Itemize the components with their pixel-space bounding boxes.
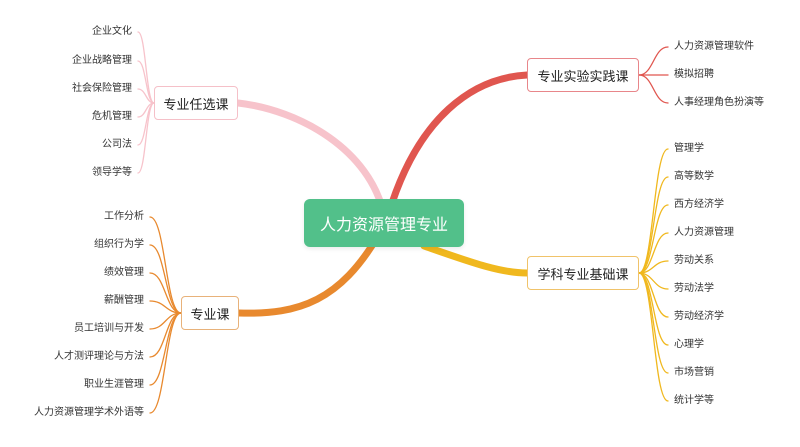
leaf-major[interactable]: 组织行为学 — [94, 239, 144, 250]
leaf-elective[interactable]: 企业文化 — [92, 26, 132, 37]
leaf-elective[interactable]: 公司法 — [102, 139, 132, 150]
connector-major-leaf — [149, 216, 182, 314]
leaf-elective[interactable]: 社会保险管理 — [72, 83, 132, 94]
connector-basic-leaf — [638, 148, 669, 274]
connector-elective-leaf — [137, 88, 155, 104]
connector-major-leaf — [149, 312, 182, 386]
leaf-basic[interactable]: 人力资源管理 — [674, 227, 734, 238]
leaf-major[interactable]: 绩效管理 — [104, 267, 144, 278]
connector-elective-leaf — [137, 102, 155, 174]
leaf-basic[interactable]: 劳动经济学 — [674, 311, 724, 322]
leaf-basic[interactable]: 心理学 — [674, 339, 704, 350]
leaf-practice[interactable]: 人事经理角色扮演等 — [674, 97, 764, 108]
connector-elective-leaf — [137, 31, 155, 104]
central-topic[interactable]: 人力资源管理专业 — [304, 199, 464, 247]
leaf-basic[interactable]: 西方经济学 — [674, 199, 724, 210]
branch-major[interactable]: 专业课 — [181, 296, 239, 330]
leaf-basic[interactable]: 管理学 — [674, 143, 704, 154]
leaf-major[interactable]: 人才测评理论与方法 — [54, 351, 144, 362]
leaf-practice[interactable]: 模拟招聘 — [674, 69, 714, 80]
branch-basic[interactable]: 学科专业基础课 — [527, 256, 639, 290]
connector-elective-leaf — [137, 60, 155, 104]
leaf-elective[interactable]: 企业战略管理 — [72, 55, 132, 66]
leaf-practice[interactable]: 人力资源管理软件 — [674, 41, 754, 52]
connector-practice-leaf — [638, 74, 669, 104]
connector-practice-leaf — [638, 46, 669, 76]
leaf-major[interactable]: 职业生涯管理 — [84, 379, 144, 390]
connector-major — [235, 232, 382, 317]
leaf-major[interactable]: 人力资源管理学术外语等 — [34, 407, 144, 418]
leaf-basic[interactable]: 高等数学 — [674, 171, 714, 182]
connector-major-leaf — [149, 244, 182, 314]
connector-basic-leaf — [638, 232, 669, 274]
connector-major-leaf — [149, 272, 182, 314]
leaf-basic[interactable]: 劳动关系 — [674, 255, 714, 266]
connector-major-leaf — [149, 312, 182, 414]
leaf-basic[interactable]: 市场营销 — [674, 367, 714, 378]
connector-elective — [234, 99, 388, 219]
leaf-basic[interactable]: 劳动法学 — [674, 283, 714, 294]
leaf-elective[interactable]: 领导学等 — [92, 167, 132, 178]
connector-practice — [388, 71, 531, 207]
leaf-major[interactable]: 薪酬管理 — [104, 295, 144, 306]
branch-practice[interactable]: 专业实验实践课 — [527, 58, 639, 92]
leaf-major[interactable]: 工作分析 — [104, 211, 144, 222]
connector-basic-leaf — [638, 272, 669, 402]
leaf-basic[interactable]: 统计学等 — [674, 395, 714, 406]
branch-elective[interactable]: 专业任选课 — [154, 86, 238, 120]
leaf-elective[interactable]: 危机管理 — [92, 111, 132, 122]
connector-basic-leaf — [638, 176, 669, 274]
connector-basic — [420, 242, 531, 277]
leaf-major[interactable]: 员工培训与开发 — [74, 323, 144, 334]
